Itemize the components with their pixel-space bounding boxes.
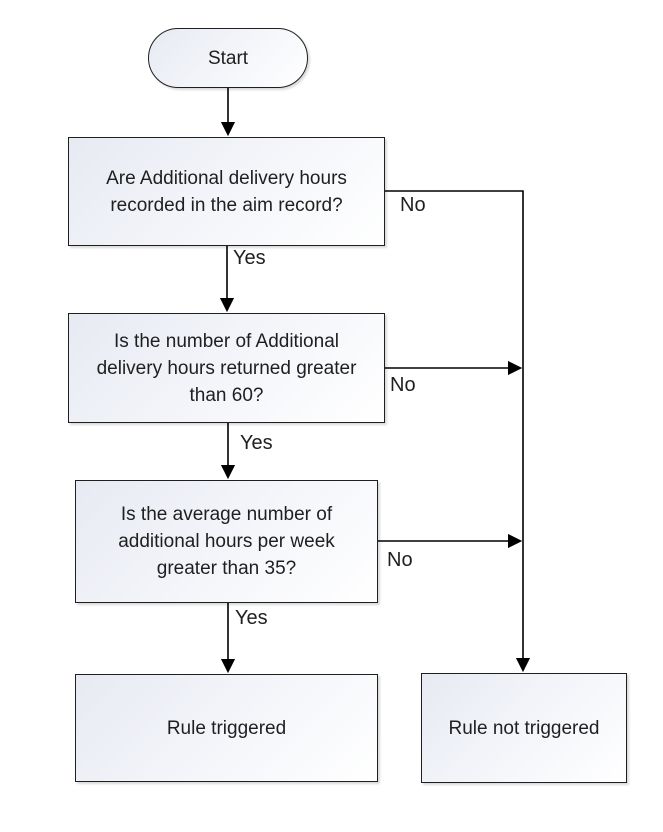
connector-q1-no-to-rule-not-triggered: [385, 190, 531, 673]
edge-label-yes-3: Yes: [235, 607, 268, 629]
node-question-additional-hours-recorded: Are Additional delivery hours recorded i…: [68, 137, 385, 246]
edge-label-no-1: No: [400, 194, 426, 216]
node-question-hours-greater-than-60: Is the number of Additional delivery hou…: [68, 313, 385, 423]
edge-label-no-3: No: [387, 549, 413, 571]
node-question-average-greater-than-35: Is the average number of additional hour…: [75, 480, 378, 603]
node-start: Start: [148, 28, 308, 88]
edge-label-yes-2: Yes: [240, 432, 273, 454]
edge-label-no-2: No: [390, 374, 416, 396]
edge-label-yes-1: Yes: [233, 247, 266, 269]
node-rule-not-triggered: Rule not triggered: [421, 673, 627, 783]
node-rule-triggered: Rule triggered: [75, 674, 378, 782]
